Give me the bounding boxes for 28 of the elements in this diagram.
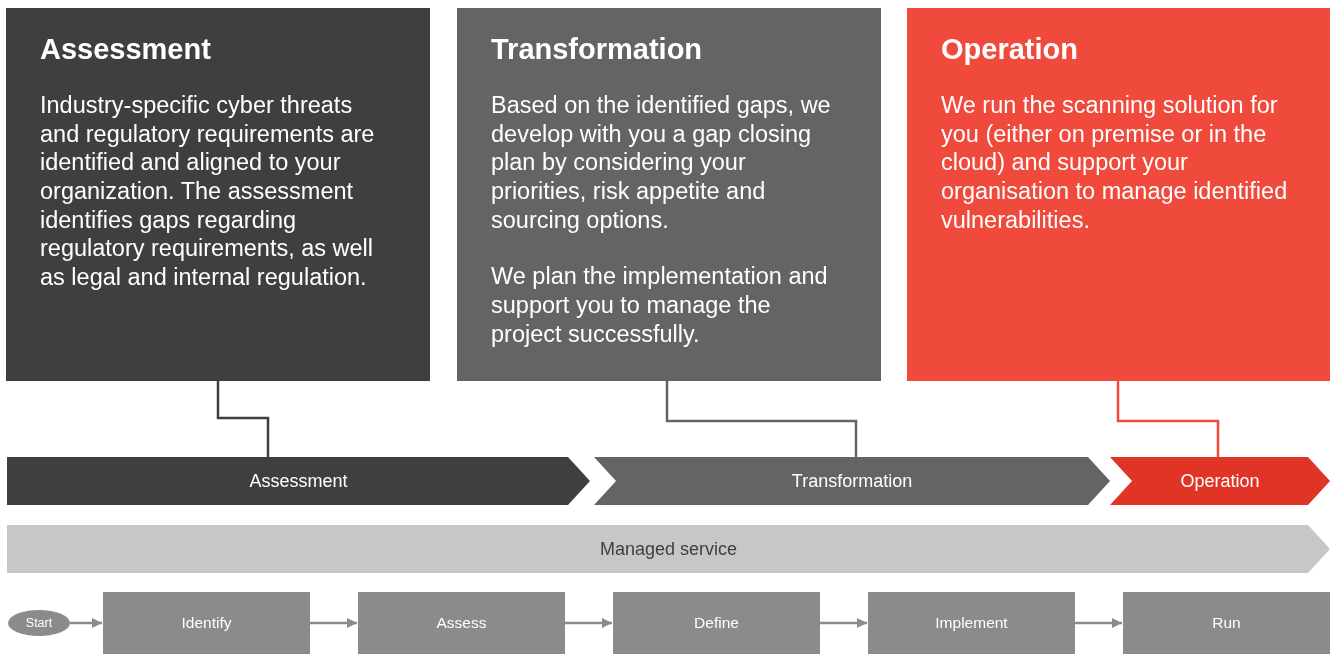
phase-card [6, 8, 430, 381]
phase-banner: Operation [1110, 457, 1330, 505]
connector-line [1116, 381, 1220, 457]
phase-banner: Transformation [594, 457, 1110, 505]
arrow [820, 618, 867, 628]
phase-card [907, 8, 1330, 381]
card-description: Industry-specific cyber threats and regulatory requirements are identified and aligned to your organization. The assessment identifies gaps regarding regulatory requirements, as well as legal and internal regulation. [40, 90, 376, 292]
card-heading: Assessment [40, 32, 212, 67]
connector-line [216, 381, 270, 457]
phase-banner: Assessment [7, 457, 590, 505]
process-box: Implement [868, 592, 1075, 654]
arrow [1075, 618, 1122, 628]
connector-line [665, 381, 858, 457]
arrow [565, 618, 612, 628]
arrow [310, 618, 357, 628]
service-banner: Managed service [7, 525, 1330, 573]
phase-card [457, 8, 881, 381]
card-description: Based on the identified gaps, we develop with you a gap closing plan by considering your priorities, risk appetite and sourcing options. [491, 90, 832, 235]
process-box: Define [613, 592, 820, 654]
arrow [70, 618, 102, 628]
card-heading: Operation [941, 32, 1079, 67]
process-box: Run [1123, 592, 1330, 654]
process-box: Identify [103, 592, 310, 654]
card-heading: Transformation [491, 32, 704, 67]
card-description: We run the scanning solution for you (either on premise or in the cloud) and support your organisation to manage identified vulnerabilities. [941, 90, 1289, 235]
card-description: We plan the implementation and support you to manage the project successfully. [491, 262, 829, 349]
start-oval: Start [8, 610, 70, 636]
process-box: Assess [358, 592, 565, 654]
